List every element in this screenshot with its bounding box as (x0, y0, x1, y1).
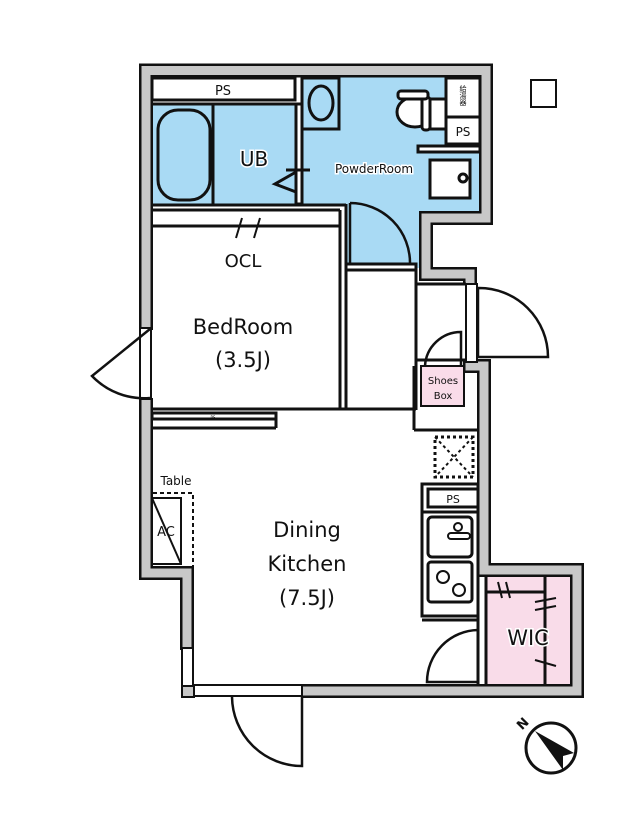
stove-burner (452, 583, 466, 597)
ps-kitchen-label: PS (446, 493, 460, 506)
ps-closet-label: PS (211, 415, 216, 420)
bathtub (156, 108, 212, 202)
water-heater-label: 給湯器 (459, 84, 467, 107)
ac-unit (151, 497, 182, 565)
balcony-door (90, 328, 151, 400)
table-label: Table (159, 474, 191, 488)
legend-square (530, 79, 557, 108)
compass-north-label: N (514, 715, 532, 733)
wic-label: WIC (507, 626, 549, 650)
fridge-space (433, 435, 475, 479)
entrance-door (476, 286, 550, 359)
labels: PS 給湯器 PS UB PowderRoom OCL BedRoom (3.5… (157, 84, 550, 652)
ps-top-label: PS (215, 84, 231, 99)
table-outline (153, 492, 194, 573)
washbasin (307, 84, 335, 122)
powder-room-door (348, 201, 412, 266)
shoes-box-label-1: Shoes (428, 376, 458, 387)
fixtures (151, 84, 557, 667)
ocl-label: OCL (225, 251, 262, 272)
dining-label: Dining (273, 518, 341, 542)
shoes-box (420, 365, 465, 407)
bedroom-size-label: (3.5J) (215, 348, 271, 372)
ub-door-symbol (271, 170, 297, 194)
shoes-box-label-2: Box (434, 391, 453, 402)
dk-size-label: (7.5J) (279, 586, 335, 610)
bottom-door (230, 696, 304, 768)
outer-wall (139, 63, 584, 698)
interior-walls (150, 76, 547, 684)
shoes-box-door (423, 330, 463, 367)
ac-label: AC (157, 525, 175, 540)
north-arrow-icon: N (514, 715, 578, 775)
ps-powder-label: PS (456, 125, 471, 139)
wic-door (425, 628, 480, 684)
window-frames (139, 283, 478, 697)
powder-room-label: PowderRoom (335, 162, 413, 176)
doors (90, 201, 550, 768)
ub-label: UB (240, 147, 268, 171)
kitchen-label: Kitchen (268, 552, 347, 576)
bedroom-label: BedRoom (193, 315, 293, 339)
washer-drain (457, 172, 469, 184)
stove-burner (436, 570, 450, 584)
